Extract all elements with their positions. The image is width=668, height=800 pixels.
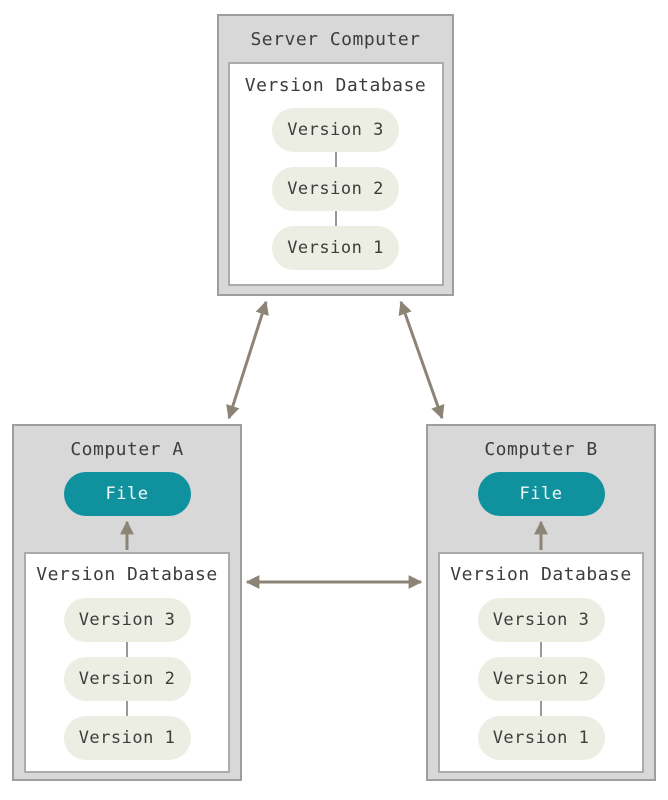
- version-connector: [540, 642, 542, 657]
- version-pill: Version 2: [272, 167, 399, 211]
- version-stack: Version 3 Version 2 Version 1: [477, 598, 605, 760]
- version-pill: Version 1: [272, 226, 399, 270]
- version-pill: Version 2: [63, 657, 191, 701]
- server-computer-box: Server Computer Version Database Version…: [217, 14, 454, 296]
- version-pill: Version 3: [63, 598, 191, 642]
- version-connector: [334, 152, 337, 167]
- version-database-title: Version Database: [36, 564, 218, 585]
- computer-b-version-database-panel: Version Database Version 3 Version 2 Ver…: [438, 552, 644, 773]
- server-version-database-panel: Version Database Version 3 Version 2 Ver…: [227, 62, 444, 286]
- server-computer-title: Server Computer: [250, 29, 421, 50]
- version-pill: Version 1: [477, 716, 605, 760]
- version-pill: Version 3: [477, 598, 605, 642]
- computer-a-title: Computer A: [70, 439, 184, 460]
- version-connector: [126, 642, 128, 657]
- version-database-title: Version Database: [450, 564, 632, 585]
- computer-a-file-pill: File: [63, 472, 191, 516]
- version-stack: Version 3 Version 2 Version 1: [272, 108, 399, 270]
- version-connector: [334, 211, 337, 226]
- computer-b-box: Computer B File Version Database Version…: [426, 424, 656, 781]
- computer-a-version-database-panel: Version Database Version 3 Version 2 Ver…: [24, 552, 230, 773]
- version-connector: [540, 701, 542, 716]
- computer-a-box: Computer A File Version Database Version…: [12, 424, 242, 781]
- version-database-title: Version Database: [244, 75, 427, 96]
- version-pill: Version 2: [477, 657, 605, 701]
- computer-b-title: Computer B: [484, 439, 598, 460]
- version-pill: Version 3: [272, 108, 399, 152]
- version-pill: Version 1: [63, 716, 191, 760]
- sync-arrow-server-computer-b: [398, 300, 445, 420]
- version-stack: Version 3 Version 2 Version 1: [63, 598, 191, 760]
- computer-b-file-pill: File: [477, 472, 605, 516]
- sync-arrow-server-computer-a: [226, 300, 269, 420]
- version-connector: [126, 701, 128, 716]
